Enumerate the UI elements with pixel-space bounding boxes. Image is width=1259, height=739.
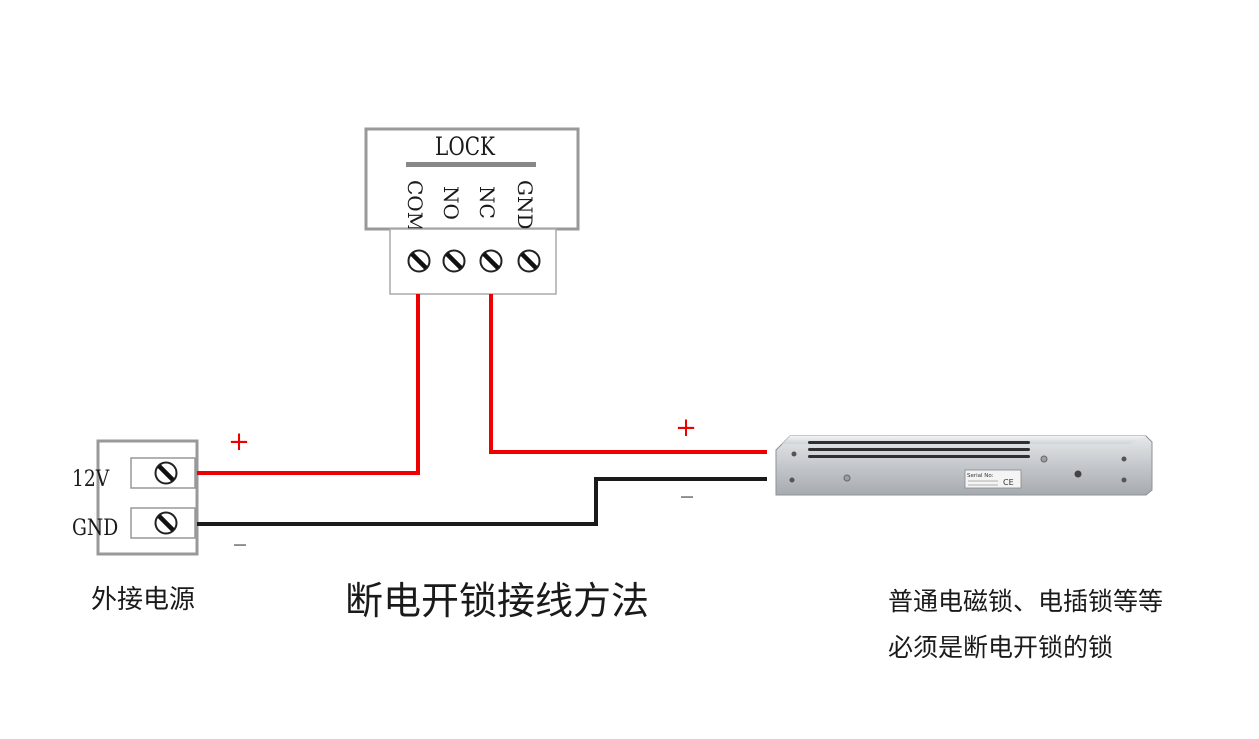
serial-plate bbox=[964, 469, 1022, 489]
terminal-label-12v: 12V bbox=[72, 466, 110, 492]
terminal-label-com: COM bbox=[403, 180, 427, 232]
positive-wire-supply bbox=[197, 294, 420, 475]
lock-module: LOCK COM NO NC GND bbox=[364, 127, 580, 295]
ce-mark: CE bbox=[1003, 478, 1014, 487]
magnetic-lock-image: Serial No: CE bbox=[775, 435, 1153, 496]
serial-plate-label: Serial No: bbox=[967, 473, 994, 479]
screw-icon bbox=[442, 249, 466, 273]
plus-sign-lock: + bbox=[675, 413, 697, 443]
terminal-label-gnd: GND bbox=[72, 515, 118, 541]
terminal-label-gnd: GND bbox=[513, 180, 537, 230]
terminal-label-nc: NC bbox=[475, 186, 499, 219]
screw-icon bbox=[154, 461, 178, 485]
positive-wire-lock bbox=[489, 294, 767, 454]
screw-icon bbox=[479, 249, 503, 273]
lock-title-underline bbox=[406, 162, 536, 167]
minus-sign-lock: _ bbox=[681, 470, 693, 498]
lock-title: LOCK bbox=[435, 133, 496, 162]
power-supply: 12V GND bbox=[72, 439, 199, 556]
minus-sign-supply: _ bbox=[234, 518, 246, 546]
power-supply-caption: 外接电源 bbox=[91, 585, 195, 615]
screw-icon bbox=[154, 511, 178, 535]
negative-wire bbox=[197, 477, 767, 526]
screw-icon bbox=[407, 249, 431, 273]
lock-label-box bbox=[364, 127, 580, 231]
diagram-title: 断电开锁接线方法 bbox=[345, 579, 649, 623]
note-line-2: 必须是断电开锁的锁 bbox=[888, 633, 1113, 662]
plus-sign-supply: + bbox=[228, 427, 250, 457]
note-line-1: 普通电磁锁、电插锁等等 bbox=[888, 587, 1163, 616]
terminal-label-no: NO bbox=[439, 186, 463, 220]
screw-icon bbox=[517, 249, 541, 273]
